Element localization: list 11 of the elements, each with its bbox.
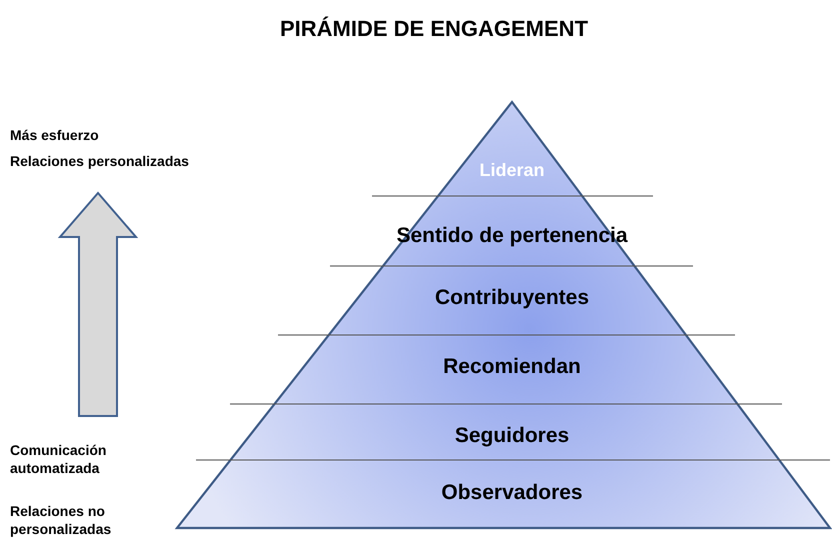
pyramid-level-label: Contribuyentes [334, 283, 690, 313]
pyramid-level-label: Seguidores [334, 421, 690, 451]
pyramid-level-label: Sentido de pertenencia [334, 221, 690, 251]
pyramid-level-label: Lideran [334, 155, 690, 185]
side-note: Más esfuerzo [10, 126, 100, 144]
title: PIRÁMIDE DE ENGAGEMENT [278, 16, 590, 42]
side-note: Comunicación automatizada [10, 441, 108, 477]
pyramid-level-label: Observadores [334, 478, 690, 508]
side-note: Relaciones no personalizadas [10, 502, 112, 538]
pyramid-level-label: Recomiendan [334, 352, 690, 382]
side-note: Relaciones personalizadas [10, 152, 190, 170]
